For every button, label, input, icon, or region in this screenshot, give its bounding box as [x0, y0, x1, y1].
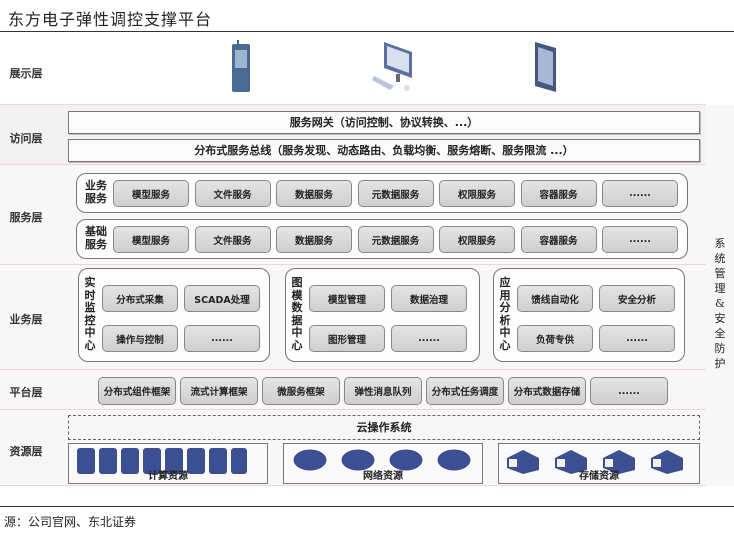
source-note: 源：公司官网、东北证券 [4, 515, 137, 529]
business-module-box: ...... [599, 325, 675, 352]
service-box: 元数据服务 [357, 226, 434, 253]
network-resources-box: 网络资源 [283, 443, 483, 484]
group-label: 应用分析中心 [499, 276, 511, 352]
service-box: 权限服务 [439, 180, 515, 207]
basic-services-group: 基础服务 模型服务文件服务数据服务元数据服务权限服务容器服务...... [76, 219, 688, 259]
business-module-box: 数据治理 [391, 285, 467, 312]
display-band [0, 32, 706, 105]
service-box: 权限服务 [439, 226, 515, 253]
service-box: 文件服务 [194, 180, 271, 207]
service-box: 模型服务 [113, 180, 189, 207]
layer-label-resource: 资源层 [9, 445, 43, 458]
layer-label-display: 展示层 [9, 67, 43, 80]
desktop-computer-icon [372, 42, 412, 91]
business-module-box: 操作与控制 [102, 325, 178, 352]
platform-box: ...... [590, 377, 668, 405]
business-module-box: ...... [184, 325, 260, 352]
footer-divider [0, 506, 734, 507]
service-gateway-bar: 服务网关（访问控制、协议转换、...） [68, 111, 700, 134]
business-module-box: SCADA处理 [184, 285, 260, 312]
service-box: 文件服务 [194, 226, 271, 253]
application-analysis-center: 应用分析中心馈线自动化安全分析负荷专供...... [493, 268, 685, 362]
business-module-box: 图形管理 [309, 325, 385, 352]
side-band [706, 105, 734, 486]
group-label: 基础服务 [85, 225, 107, 251]
service-box: 容器服务 [520, 180, 597, 207]
business-module-box: 馈线自动化 [517, 285, 593, 312]
mobile-terminal-icon [232, 40, 250, 92]
group-label: 业务服务 [85, 179, 107, 205]
resource-label: 计算资源 [148, 471, 188, 482]
service-box: 数据服务 [276, 180, 352, 207]
service-box: 数据服务 [276, 226, 352, 253]
platform-box: 分布式组件框架 [98, 377, 176, 405]
storage-resources-box: 存储资源 [498, 443, 700, 484]
page-title: 东方电子弹性调控支撑平台 [8, 10, 213, 29]
server-rack-icons [77, 448, 247, 474]
compute-resources-box: 计算资源 [68, 443, 268, 484]
business-module-box: 安全分析 [599, 285, 675, 312]
layer-label-access: 访问层 [9, 132, 43, 145]
group-label: 实时监控中心 [84, 276, 96, 352]
platform-box: 流式计算框架 [180, 377, 258, 405]
service-box: 容器服务 [520, 226, 597, 253]
tablet-icon [535, 42, 556, 92]
resource-label: 网络资源 [363, 471, 403, 482]
service-box: ...... [602, 180, 678, 207]
resource-label: 存储资源 [579, 471, 619, 482]
router-icons [292, 448, 472, 472]
title-divider [0, 31, 734, 32]
business-module-box: ...... [391, 325, 467, 352]
system-management-security-label: 系统管理&安全防护 [714, 237, 726, 370]
business-module-box: 模型管理 [309, 285, 385, 312]
storage-array-icons [507, 450, 683, 474]
cloud-os-box: 云操作系统 [68, 415, 700, 440]
platform-box: 分布式任务调度 [426, 377, 504, 405]
service-bus-bar: 分布式服务总线（服务发现、动态路由、负载均衡、服务熔断、服务限流 ...） [68, 139, 700, 162]
graph-model-data-center: 图模数据中心模型管理数据治理图形管理...... [285, 268, 480, 362]
layer-label-platform: 平台层 [9, 386, 43, 399]
layer-label-business: 业务层 [9, 313, 43, 326]
business-module-box: 分布式采集 [102, 285, 178, 312]
platform-box: 弹性消息队列 [344, 377, 422, 405]
business-module-box: 负荷专供 [517, 325, 593, 352]
group-label: 图模数据中心 [291, 276, 303, 352]
platform-box: 微服务框架 [262, 377, 340, 405]
layer-label-service: 服务层 [9, 211, 43, 224]
platform-box: 分布式数据存储 [508, 377, 586, 405]
service-box: 模型服务 [113, 226, 189, 253]
business-services-group: 业务服务 模型服务文件服务数据服务元数据服务权限服务容器服务...... [76, 173, 688, 213]
service-box: ...... [602, 226, 678, 253]
service-box: 元数据服务 [357, 180, 434, 207]
